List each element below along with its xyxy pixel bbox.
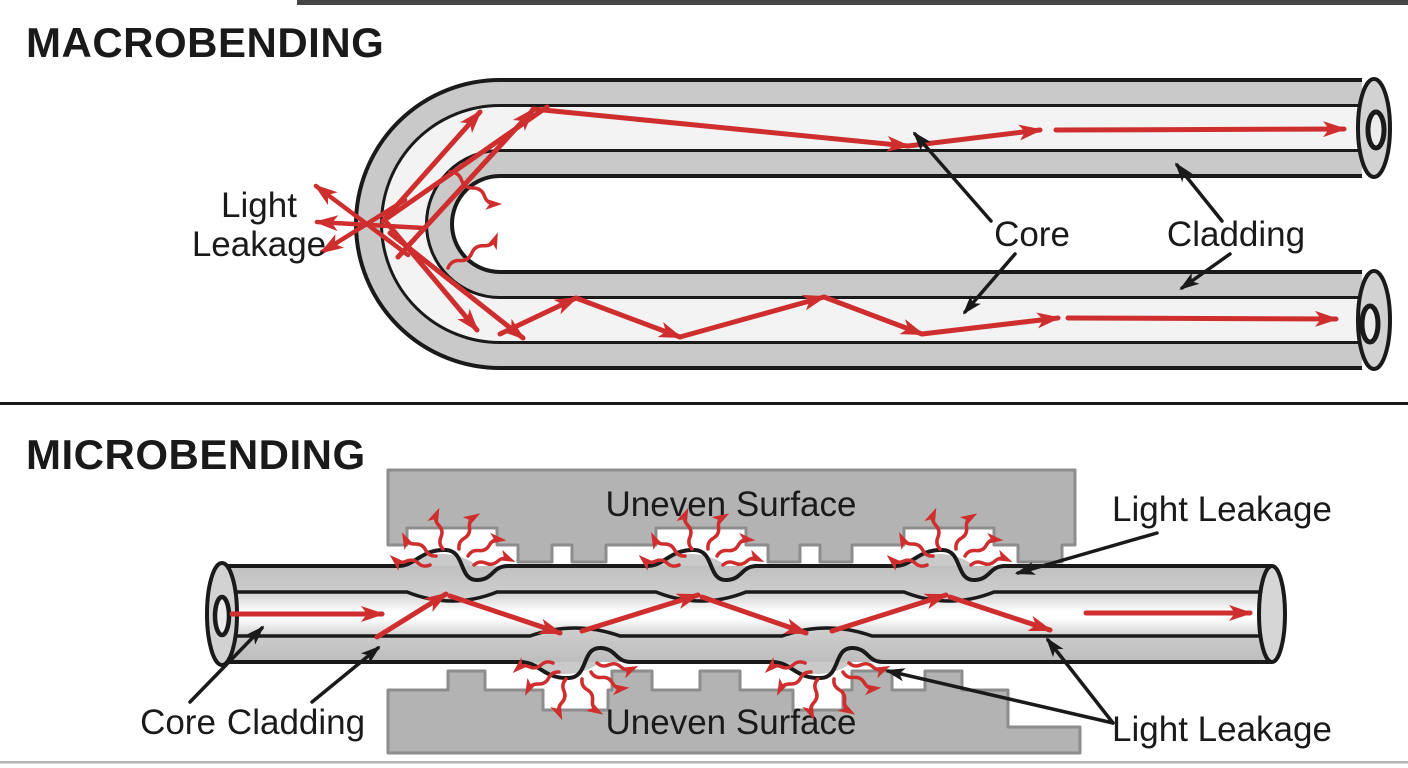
fiber-core-line-top xyxy=(222,590,1272,603)
micro-labels: Light Leakage Core Cladding Light Leakag… xyxy=(140,490,1332,749)
cladding-pointer-arrow xyxy=(310,645,381,704)
macrobending-title: MACROBENDING xyxy=(26,19,384,66)
macro-light-leakage-label-line2: Leakage xyxy=(192,225,326,264)
light-ray xyxy=(821,294,925,337)
light-ray xyxy=(699,594,809,636)
bottom-edge-artifact xyxy=(0,761,1408,764)
light-leakage-pointer-arrow xyxy=(884,668,1115,725)
light-ray xyxy=(579,592,701,634)
micro-light-rays xyxy=(229,591,1253,640)
light-ray xyxy=(395,107,536,260)
macro-labels: Light Leakage Core Cladding xyxy=(192,131,1305,315)
microbending-title: MICROBENDING xyxy=(26,431,366,478)
light-ray xyxy=(530,106,911,152)
macro-light-rays xyxy=(313,104,1347,341)
leakage-ray xyxy=(314,215,427,232)
macrobending-section: MACROBENDING xyxy=(26,19,1392,371)
fiber-end-cap-bottom xyxy=(1356,269,1392,371)
light-ray xyxy=(447,593,563,636)
light-ray xyxy=(829,592,949,634)
fiber-outer-wall-top xyxy=(222,547,1272,583)
uneven-surface-top-label: Uneven Surface xyxy=(606,485,857,524)
fiber-end-cap-top xyxy=(1356,77,1392,179)
top-edge-artifact xyxy=(297,0,1408,5)
core-pointer-arrow xyxy=(912,131,993,223)
section-divider xyxy=(0,402,1408,405)
macro-core-label: Core xyxy=(994,215,1070,254)
fiber-outer-wall-bottom xyxy=(222,645,1272,681)
cladding-pointer-arrow xyxy=(1174,162,1224,223)
macro-light-leakage-label-line1: Light xyxy=(221,186,297,225)
micro-light-leakage-bottom-label: Light Leakage xyxy=(1112,710,1332,749)
leakage-wavy-ray xyxy=(448,170,503,210)
leakage-ray xyxy=(319,197,408,255)
micro-cladding-label: Cladding xyxy=(227,703,365,742)
micro-core-label: Core xyxy=(140,703,216,742)
light-ray xyxy=(387,230,526,341)
leakage-wavy-ray xyxy=(446,232,498,270)
light-ray xyxy=(1053,121,1347,138)
core-pointer-arrow xyxy=(188,625,265,704)
cladding-pointer-arrow xyxy=(1179,252,1232,290)
light-leakage-pointer-arrow xyxy=(1014,531,1159,575)
micro-light-leakage-top-label: Light Leakage xyxy=(1112,490,1332,529)
light-ray xyxy=(919,312,1061,337)
light-ray xyxy=(573,295,683,340)
light-ray xyxy=(497,295,579,337)
fiber-end-cap-left xyxy=(205,561,239,667)
leakage-ray xyxy=(313,183,411,258)
uneven-surface-bottom-block xyxy=(386,669,1082,755)
microbending-section: MICROBENDING Uneven Surface Uneven Surfa… xyxy=(26,431,1332,755)
fiber-end-cap-right xyxy=(1257,564,1287,664)
light-ray xyxy=(947,594,1053,633)
light-leakage-pointer-arrow xyxy=(1045,637,1115,725)
macro-cladding-label: Cladding xyxy=(1167,215,1305,254)
light-ray xyxy=(1065,310,1339,327)
light-ray xyxy=(374,591,449,640)
light-ray xyxy=(677,294,827,340)
uneven-surface-bottom-label: Uneven Surface xyxy=(606,703,857,742)
core-pointer-arrow xyxy=(962,252,1017,315)
